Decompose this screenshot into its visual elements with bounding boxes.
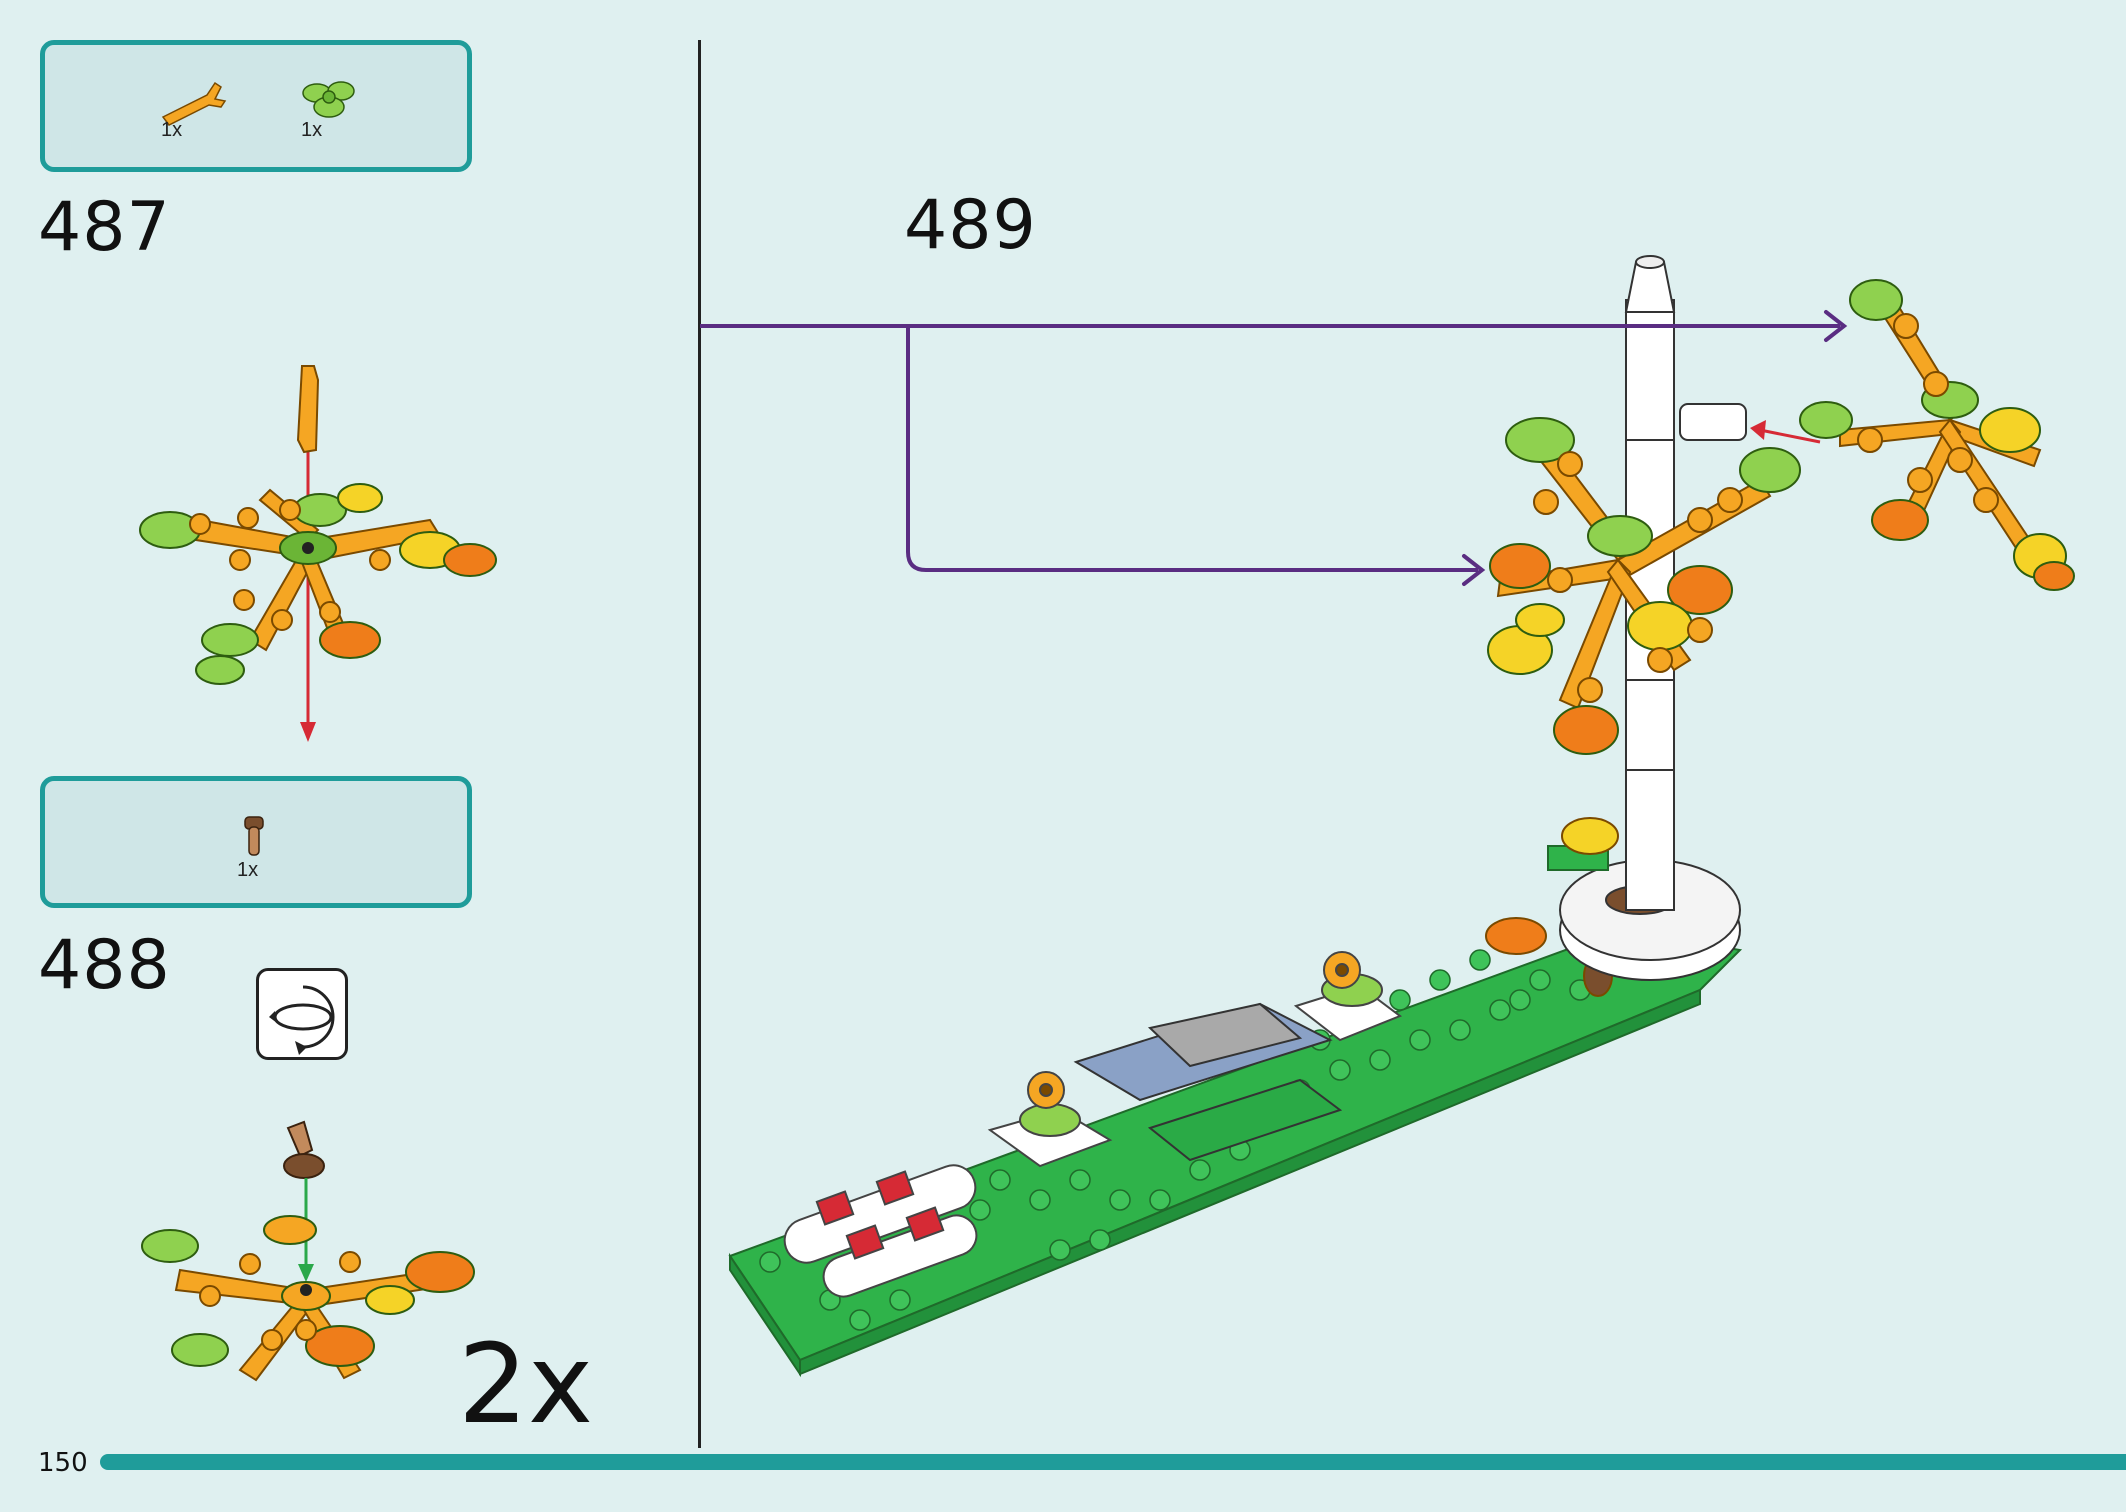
callout-arrows [700,324,1840,572]
footer-bar [100,1454,2126,1470]
page-number: 150 [38,1448,88,1478]
part-qty-orange-branch: 1x [161,119,183,141]
flower-tile-left [987,1071,1113,1168]
column-divider [698,40,701,1448]
green-leaf-part-icon [302,81,355,118]
yellow-flower-near-base [1547,817,1619,871]
bench [1073,1002,1343,1162]
parts-box-step-488: 1x [40,776,472,908]
part-qty-green-leaf: 1x [301,119,323,141]
brown-bar-clip-part-icon [244,816,264,856]
orange-branch-part-icon [161,81,227,126]
step-number-489: 489 [904,186,1037,265]
parts-box-step-487: 1x 1x [40,40,472,172]
step-number-487: 487 [38,188,171,267]
rotate-model-icon [256,968,348,1060]
tree-base [1559,859,1741,981]
step-488-multiplier: 2x [458,1320,594,1448]
step-number-488: 488 [38,926,171,1005]
floating-leaf-cluster [1799,279,2075,591]
part-qty-brown-bar-clip: 1x [237,859,259,881]
tree-leaf-cluster [1487,417,1801,755]
picnic-blanket [783,1164,978,1298]
flower-tile-right [1293,951,1403,1042]
